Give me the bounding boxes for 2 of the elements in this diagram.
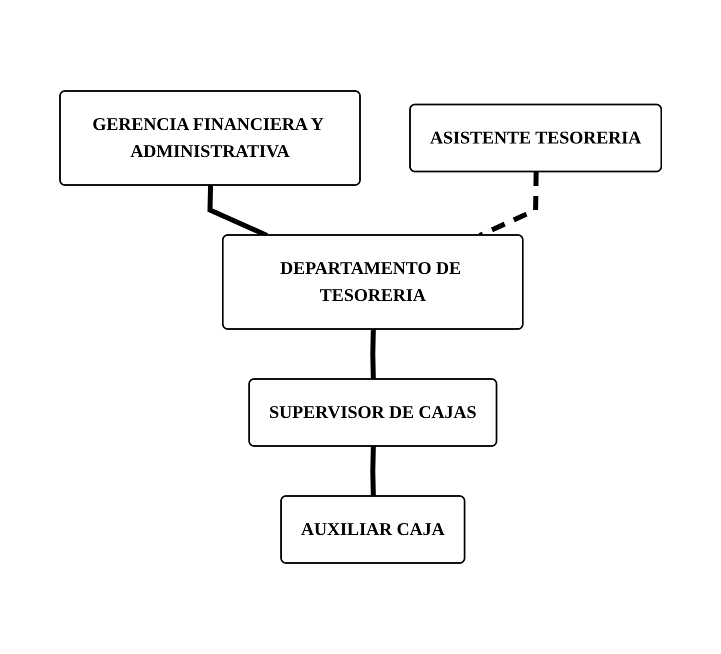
- connector: [370, 329, 376, 380]
- connector: [370, 446, 376, 497]
